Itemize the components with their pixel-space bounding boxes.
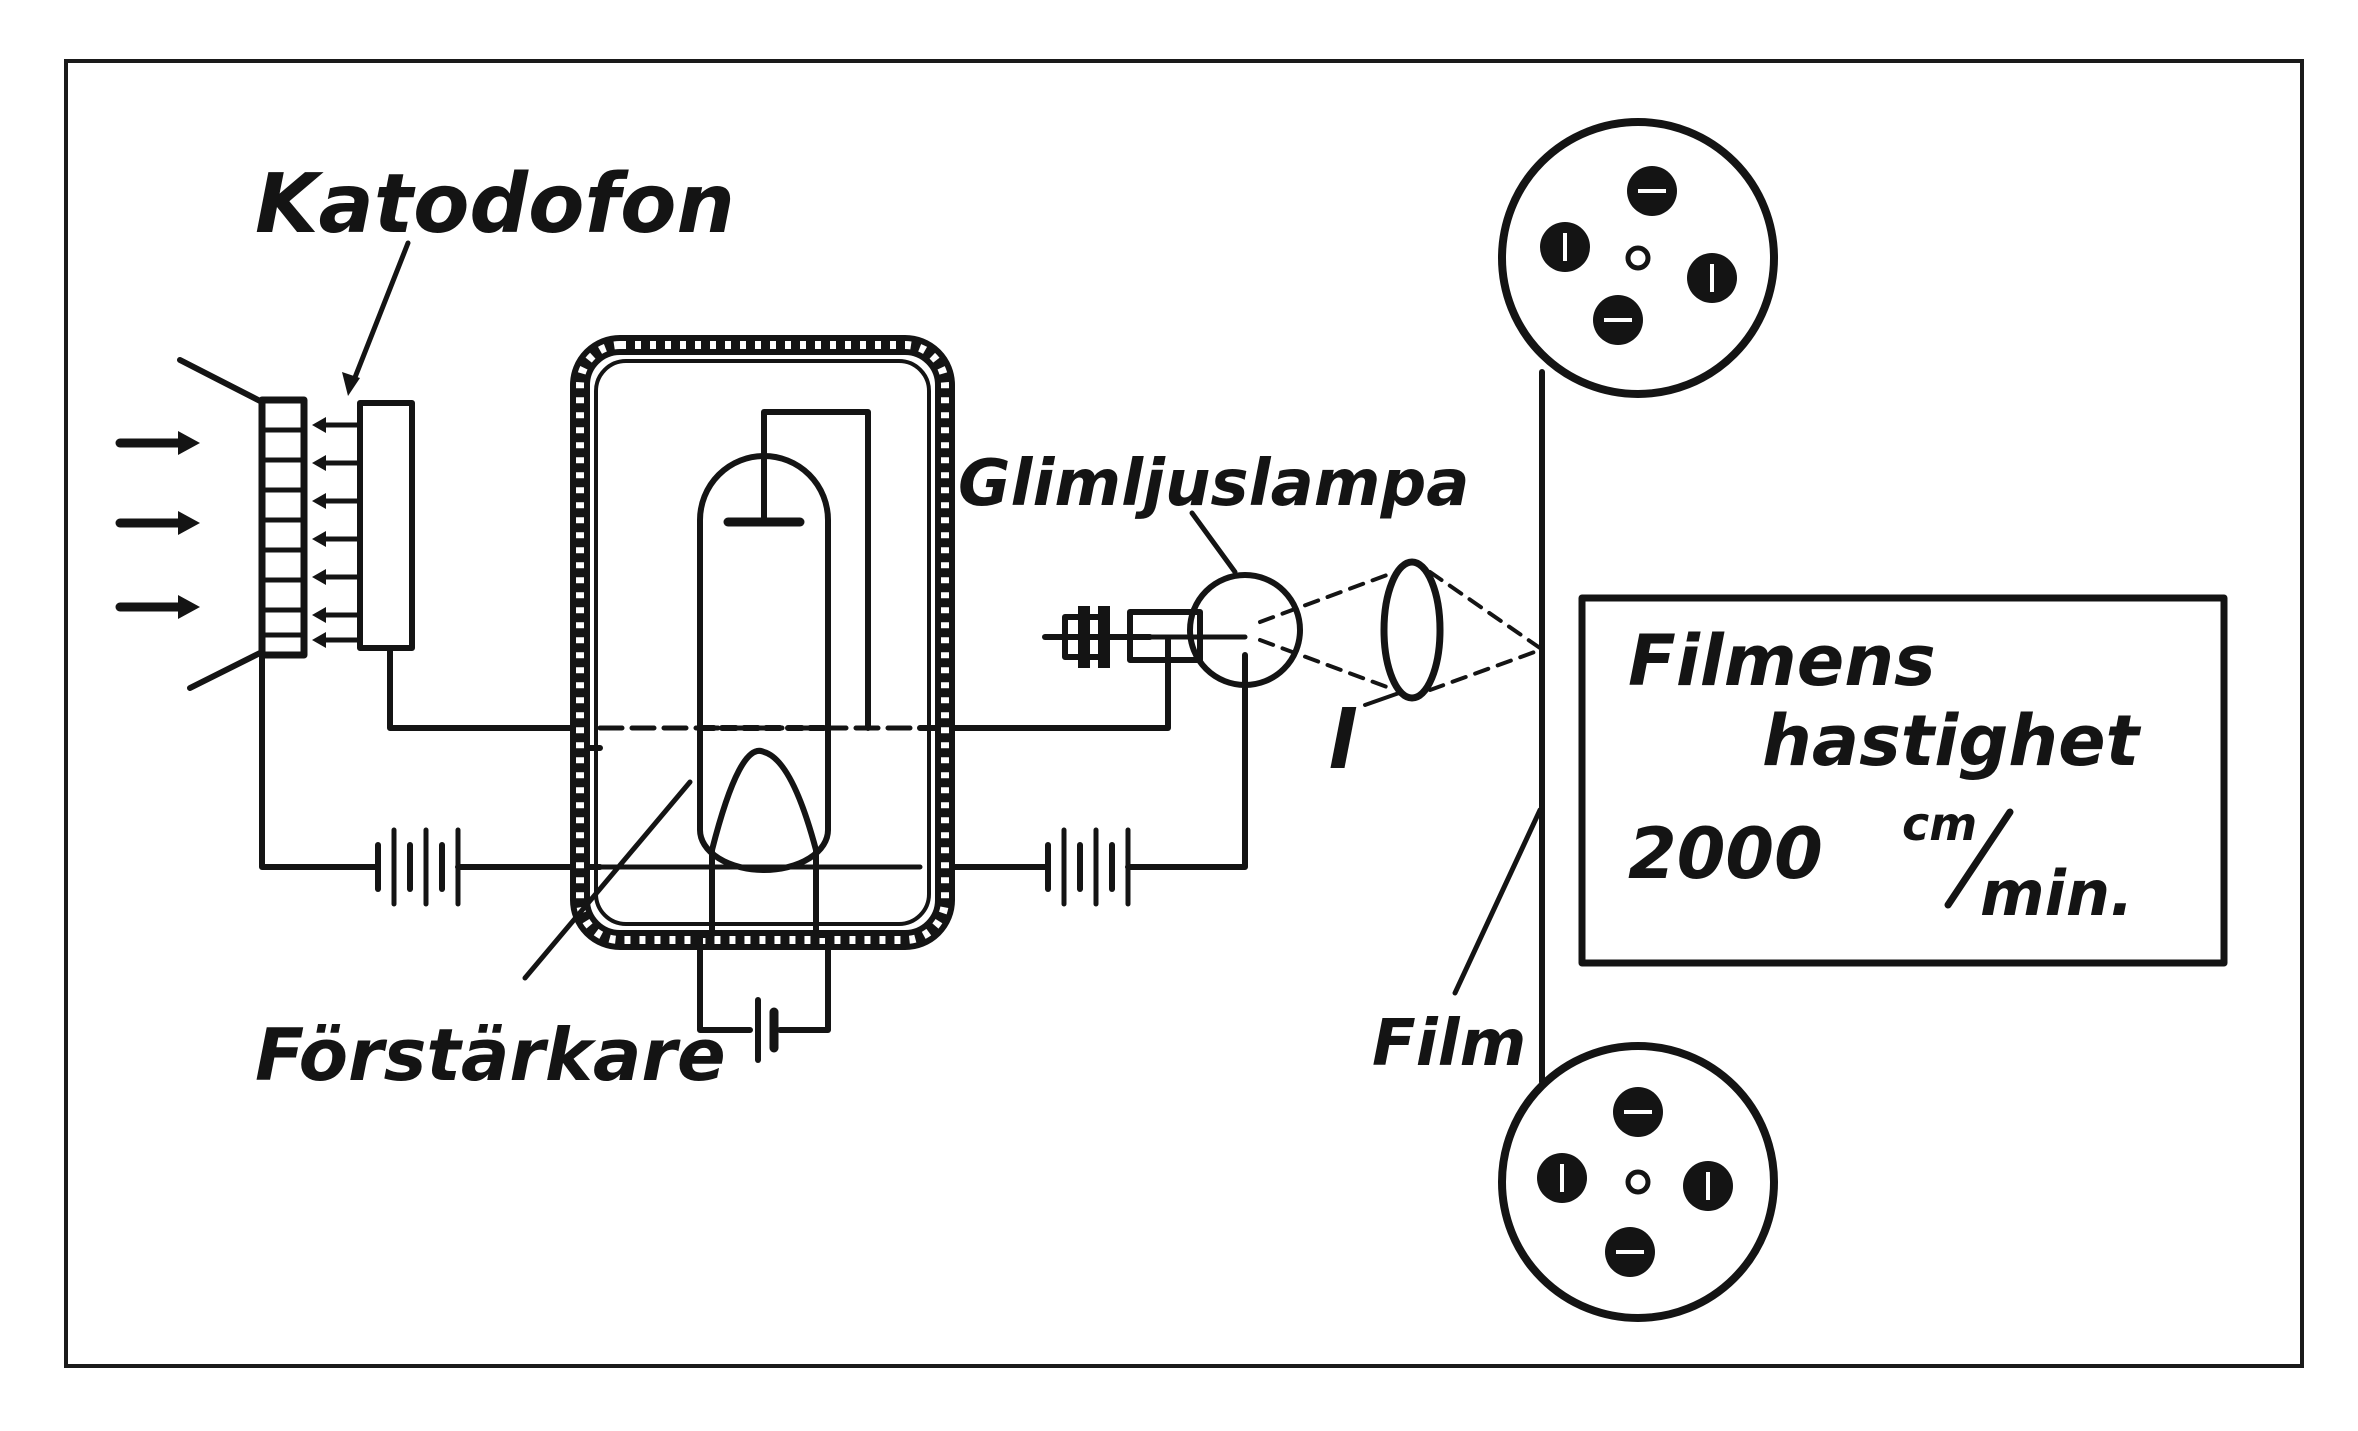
speed-unit-bottom: min.	[1980, 857, 2134, 930]
glimljuslampa-glow-lamp	[1042, 510, 1303, 688]
lamp-bulb	[1187, 572, 1303, 688]
speed-unit-top: cm	[1902, 797, 1977, 851]
upper-film-reel	[1498, 118, 1778, 398]
speed-line2: hastighet	[1762, 700, 2142, 782]
katodofon-microphone	[115, 240, 415, 691]
light-beam	[1258, 570, 1542, 692]
lens-label: l	[1328, 694, 1357, 787]
katodofon-cathode	[357, 400, 415, 651]
katodofon-membrane	[258, 396, 308, 659]
glimljuslampa-label: Glimljuslampa	[958, 447, 1469, 521]
film-label: Film	[1372, 1007, 1526, 1081]
left-battery	[362, 827, 473, 907]
speed-line1: Filmens	[1628, 620, 1936, 702]
sound-wave-arrows	[115, 431, 200, 619]
lower-film-reel	[1498, 1042, 1778, 1322]
film-speed-box: Filmens hastighet 2000 cm min.	[1578, 594, 2228, 967]
diagram-frame	[64, 59, 2304, 1368]
lens	[1363, 558, 1444, 707]
film-strip	[1452, 369, 1545, 1085]
amplifier-tube	[697, 453, 831, 873]
speed-value: 2000	[1628, 813, 1823, 895]
forstarkare-amplifier	[522, 335, 955, 1063]
forstarkare-label: Förstärkare	[255, 1013, 726, 1097]
katodofon-label: Katodofon	[255, 157, 735, 252]
right-battery	[1032, 827, 1143, 907]
